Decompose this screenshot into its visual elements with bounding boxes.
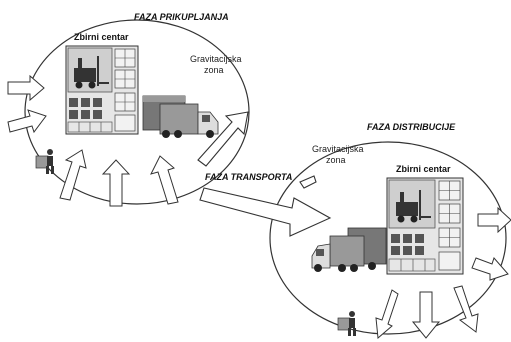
- collection-center: Zbirni centar: [65, 32, 242, 135]
- transport-arrow-main: [199, 187, 332, 237]
- arrow-out-4: [411, 291, 441, 339]
- arrow-in-5: [150, 155, 179, 205]
- arrow-out-1: [477, 206, 511, 234]
- collection-gravity-label: Gravitacijska: [190, 54, 242, 64]
- arrow-in-3: [59, 149, 87, 201]
- distribution-phase-title: FAZA DISTRIBUCIJE: [367, 122, 456, 132]
- distribution-gravity-label-2: zona: [326, 155, 346, 165]
- collection-gravity-zone: [24, 19, 250, 205]
- transport-arrows: [197, 111, 332, 237]
- outflow-arrows-distribution: [375, 206, 511, 340]
- warehouse-icon: [65, 45, 139, 135]
- transport-arrow-small: [299, 175, 317, 189]
- person-with-box-icon: [337, 311, 356, 336]
- arrow-in-4: [101, 159, 131, 207]
- arrow-out-3: [375, 289, 399, 340]
- collection-gravity-label-2: zona: [204, 65, 224, 75]
- truck-icon: [142, 95, 219, 138]
- distribution-gravity-label: Gravitacijska: [312, 144, 364, 154]
- truck-icon: [311, 227, 387, 272]
- distribution-center-label: Zbirni centar: [396, 164, 451, 174]
- collection-phase-title: FAZA PRIKUPLJANJA: [134, 12, 229, 22]
- distribution-gravity-zone: [269, 141, 507, 335]
- collection-center-label: Zbirni centar: [74, 32, 129, 42]
- arrow-out-2: [471, 257, 509, 281]
- forklift-icon: [396, 190, 431, 223]
- inflow-arrows-collection: [7, 74, 179, 207]
- warehouse-icon: [386, 177, 464, 275]
- distribution-center: Zbirni centar: [312, 144, 464, 275]
- arrow-in-2: [7, 109, 47, 134]
- transport-phase-title: FAZA TRANSPORTA: [205, 172, 292, 182]
- person-with-box-icon: [35, 149, 54, 174]
- arrow-in-1: [7, 74, 45, 102]
- forklift-icon: [74, 56, 109, 89]
- arrow-out-5: [453, 285, 479, 333]
- transport-arrow-upper: [197, 111, 249, 167]
